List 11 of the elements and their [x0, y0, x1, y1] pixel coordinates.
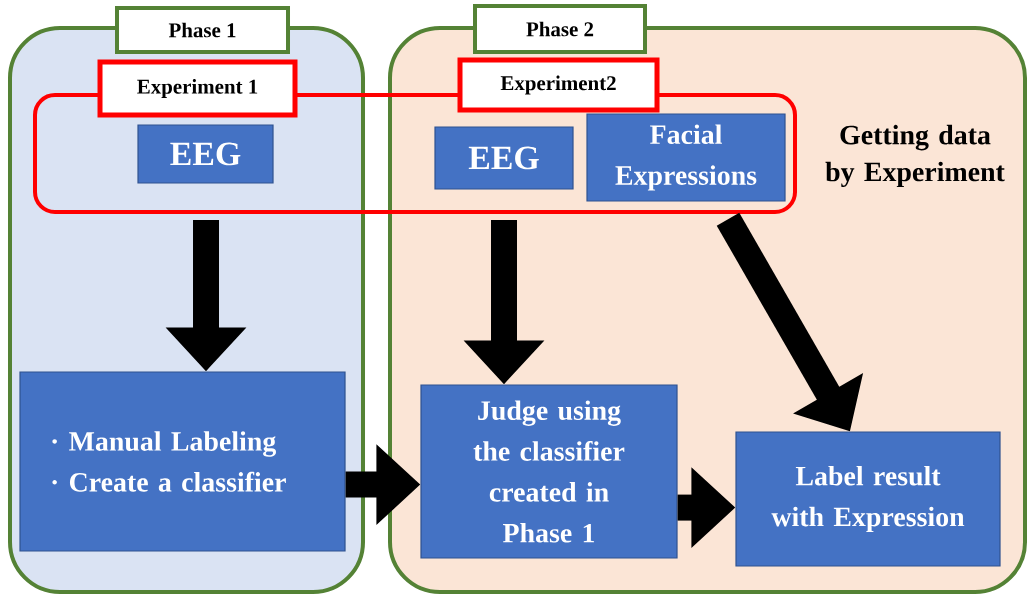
- phase-label: Phase 1: [115, 6, 290, 54]
- note-text: Getting data by Experiment: [825, 124, 1005, 188]
- experiment-label: Experiment 1: [97, 59, 298, 118]
- process-box: Label result with Expression: [735, 431, 1001, 567]
- process-box: EEG: [137, 124, 274, 184]
- phase-label: Phase 2: [473, 4, 647, 54]
- process-box: Judge using the classifier created in Phase 1: [420, 384, 678, 559]
- process-box: EEG: [434, 126, 574, 190]
- process-box: · Manual Labeling · Create a classifier: [19, 371, 346, 552]
- process-box: Facial Expressions: [586, 113, 786, 202]
- experiment-label: Experiment2: [457, 57, 660, 113]
